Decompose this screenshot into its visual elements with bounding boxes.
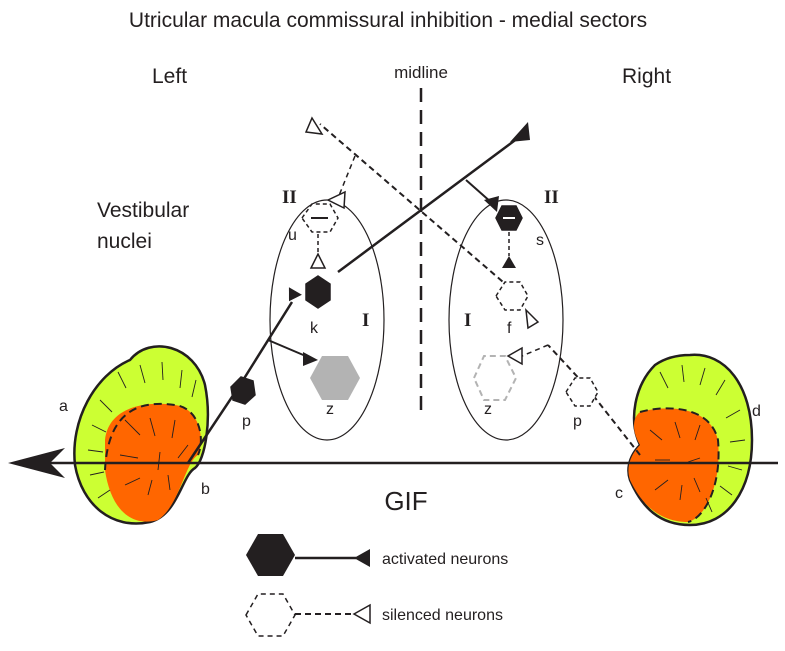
u-to-k-terminal-icon xyxy=(309,252,327,269)
right-hair-cell-arrows xyxy=(649,364,746,513)
f-neuron-icon xyxy=(495,281,529,311)
branch-to-u-line xyxy=(337,155,356,199)
right-side-label: Right xyxy=(622,65,671,88)
left-afferent-terminal-icon xyxy=(288,287,302,302)
right-afferent-terminal-icon xyxy=(525,307,540,330)
midline-label: midline xyxy=(394,63,448,82)
label-z-left: z xyxy=(326,401,334,418)
commissural-silenced-terminal-icon xyxy=(304,116,324,135)
commissural-activated-line xyxy=(337,136,519,274)
left-utricle-macula xyxy=(73,345,210,525)
vestibular-label: Vestibular xyxy=(97,199,189,222)
label-a: a xyxy=(59,398,68,415)
label-p-right: p xyxy=(573,413,582,430)
right-utricle-macula xyxy=(627,353,754,527)
right-layer-two-label: II xyxy=(544,187,559,208)
legend-activated-label: activated neurons xyxy=(382,551,508,568)
gif-arrowhead-icon xyxy=(8,448,65,478)
legend-silenced-label: silenced neurons xyxy=(382,607,503,624)
branch-to-u-terminal-icon xyxy=(326,190,346,210)
legend-silenced-terminal-icon xyxy=(352,603,371,625)
label-c: c xyxy=(615,485,623,502)
commissural-silenced-line xyxy=(319,123,511,289)
branch-to-s-terminal-icon xyxy=(484,196,499,212)
branch-to-z-line xyxy=(267,339,309,358)
label-d: d xyxy=(752,403,761,420)
left-hair-cell-arrows xyxy=(87,361,197,499)
legend-activated-neuron-icon xyxy=(246,534,295,576)
left-layer-two-label: II xyxy=(282,187,297,208)
commissural-terminal-icon xyxy=(510,122,530,142)
left-z-neuron-icon xyxy=(310,356,360,400)
label-s: s xyxy=(536,232,544,249)
left-layer-one-label: I xyxy=(362,310,369,331)
nuclei-label: nuclei xyxy=(97,230,152,253)
legend-silenced-neuron-icon xyxy=(245,593,296,637)
label-z-right: z xyxy=(484,401,492,418)
s-to-f-terminal-icon xyxy=(502,256,516,268)
label-k: k xyxy=(310,320,319,337)
diagram-title: Utricular macula commissural inhibition … xyxy=(129,9,647,32)
k-neuron-icon xyxy=(305,275,331,309)
branch-to-right-z-terminal-icon xyxy=(506,346,523,366)
legend-activated-terminal-icon xyxy=(354,549,370,567)
gif-label: GIF xyxy=(384,486,427,516)
legend: activated neurons silenced neurons xyxy=(245,534,508,637)
right-layer-one-label: I xyxy=(464,310,471,331)
label-f: f xyxy=(507,320,512,337)
right-p-neuron-icon xyxy=(565,377,599,407)
label-u: u xyxy=(288,227,297,244)
right-z-neuron-icon xyxy=(472,355,518,401)
left-p-neuron-icon xyxy=(230,376,256,405)
label-b: b xyxy=(201,481,210,498)
branch-to-right-z-line xyxy=(521,344,549,357)
left-side-label: Left xyxy=(152,65,187,88)
label-p-left: p xyxy=(242,413,251,430)
right-afferent-dashed-line xyxy=(547,344,641,456)
branch-to-z-terminal-icon xyxy=(303,352,318,366)
right-nuclei-ellipse xyxy=(448,199,564,441)
